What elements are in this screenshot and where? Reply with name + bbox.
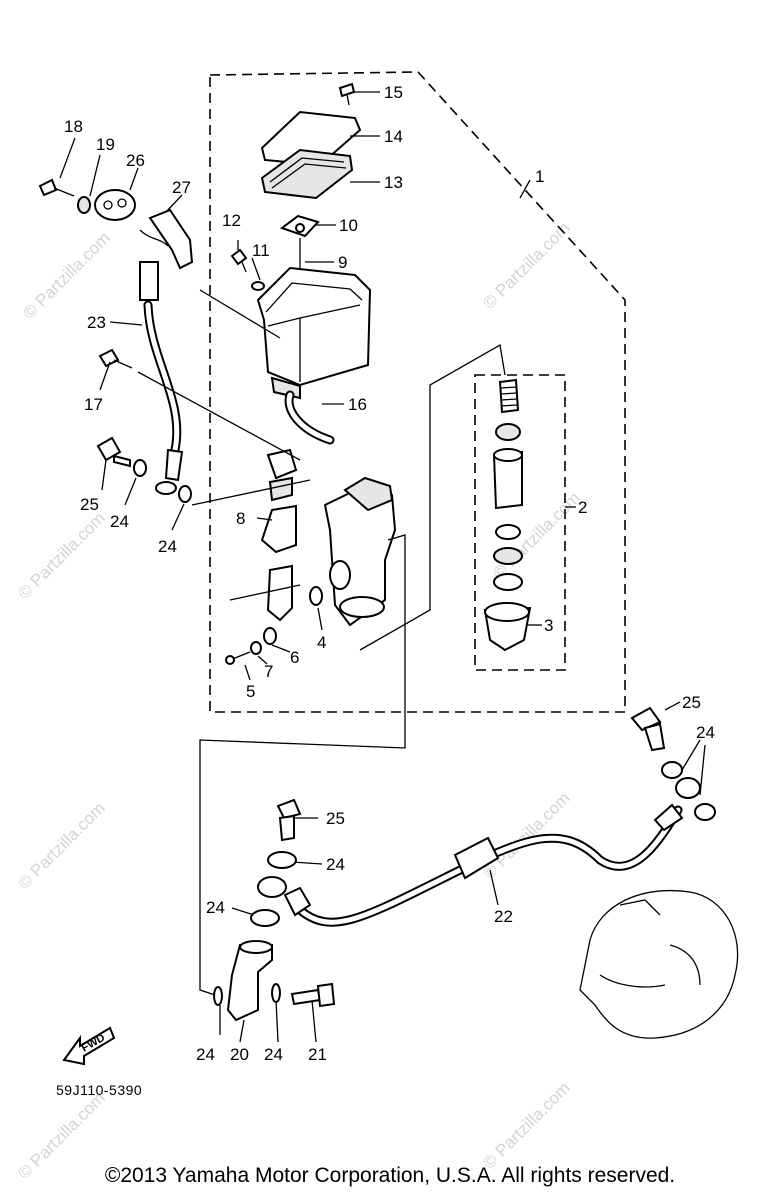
master-cylinder <box>323 476 397 627</box>
callout-24: 24 <box>206 898 225 917</box>
callout-24: 24 <box>326 855 345 874</box>
caliper-outline <box>579 890 739 1039</box>
leader-lines <box>59 91 576 720</box>
callout-21: 21 <box>308 1045 327 1064</box>
callout-18: 18 <box>64 117 83 136</box>
callout-17: 17 <box>84 395 103 414</box>
lower-leader-lines <box>199 701 706 1043</box>
callout-12: 12 <box>222 211 241 230</box>
copyright-notice: ©2013 Yamaha Motor Corporation, U.S.A. A… <box>104 1164 676 1187</box>
diagram-code: 59J110-5390 <box>56 1082 142 1098</box>
hose-eye <box>675 777 701 799</box>
watermark: © Partzilla.com <box>479 1078 573 1172</box>
callout-16: 16 <box>348 395 367 414</box>
callout-14: 14 <box>384 127 403 146</box>
o-ring <box>309 586 323 606</box>
callout-15: 15 <box>384 83 403 102</box>
callout-2: 2 <box>578 498 587 517</box>
brake-hose-lower <box>283 803 684 927</box>
callout-labels: 1 2 3 4 5 6 7 8 9 10 11 12 13 14 15 16 1… <box>64 83 715 1064</box>
washer <box>263 627 277 645</box>
copper-washer <box>133 459 147 477</box>
callout-4: 4 <box>317 633 326 652</box>
reservoir-cap <box>260 110 362 167</box>
copper-washer <box>267 851 297 869</box>
callout-24: 24 <box>158 537 177 556</box>
copper-washer <box>213 986 223 1006</box>
watermark: © Partzilla.com <box>14 508 108 602</box>
watermark: © Partzilla.com <box>14 798 108 892</box>
copper-washer <box>694 803 716 821</box>
callout-5: 5 <box>246 682 255 701</box>
callout-6: 6 <box>290 648 299 667</box>
callout-19: 19 <box>96 135 115 154</box>
hose-bolt <box>98 348 133 369</box>
union-bolt-lower <box>276 798 302 842</box>
callout-25: 25 <box>682 693 701 712</box>
hose-eye-lower <box>257 876 287 898</box>
callout-8: 8 <box>236 509 245 528</box>
watermark: © Partzilla.com <box>479 218 573 312</box>
piston-kit <box>483 378 532 652</box>
caliper-bolt <box>290 982 336 1008</box>
callout-26: 26 <box>126 151 145 170</box>
hose-guide <box>94 189 136 221</box>
diaphragm <box>260 148 354 200</box>
master-cylinder-assembly-boundary <box>209 71 626 713</box>
callout-10: 10 <box>339 216 358 235</box>
hose-clamp <box>139 208 194 270</box>
callout-1: 1 <box>535 167 544 186</box>
callout-3: 3 <box>544 616 553 635</box>
switch-bolt <box>38 178 75 197</box>
callout-24: 24 <box>264 1045 283 1064</box>
callout-24: 24 <box>196 1045 215 1064</box>
caliper-union <box>226 940 273 1022</box>
callout-23: 23 <box>87 313 106 332</box>
union-bolt-upper-right <box>630 706 666 752</box>
callout-22: 22 <box>494 907 513 926</box>
union-bolt <box>225 651 251 665</box>
copper-washer <box>661 761 683 779</box>
reservoir-washer <box>251 281 265 291</box>
callout-25: 25 <box>80 495 99 514</box>
brake-hose-upper <box>139 261 184 495</box>
copper-washer <box>178 485 192 503</box>
callout-20: 20 <box>230 1045 249 1064</box>
callout-13: 13 <box>384 173 403 192</box>
callout-7: 7 <box>264 662 273 681</box>
callout-27: 27 <box>172 178 191 197</box>
washer <box>250 641 262 655</box>
copper-washer <box>271 983 281 1003</box>
watermark: © Partzilla.com <box>19 228 113 322</box>
callout-24: 24 <box>696 723 715 742</box>
callout-11: 11 <box>252 241 270 260</box>
forward-arrow-icon: FWD <box>62 1026 116 1066</box>
callout-25: 25 <box>326 809 345 828</box>
switch-washer <box>77 196 91 214</box>
callout-9: 9 <box>338 253 347 272</box>
reservoir-screw <box>230 248 248 273</box>
callout-24: 24 <box>110 512 129 531</box>
hose-joint <box>260 448 298 622</box>
copper-washer <box>250 909 280 927</box>
union-bolt-left <box>96 436 131 468</box>
cap-screw <box>338 82 356 106</box>
reservoir <box>256 266 372 400</box>
